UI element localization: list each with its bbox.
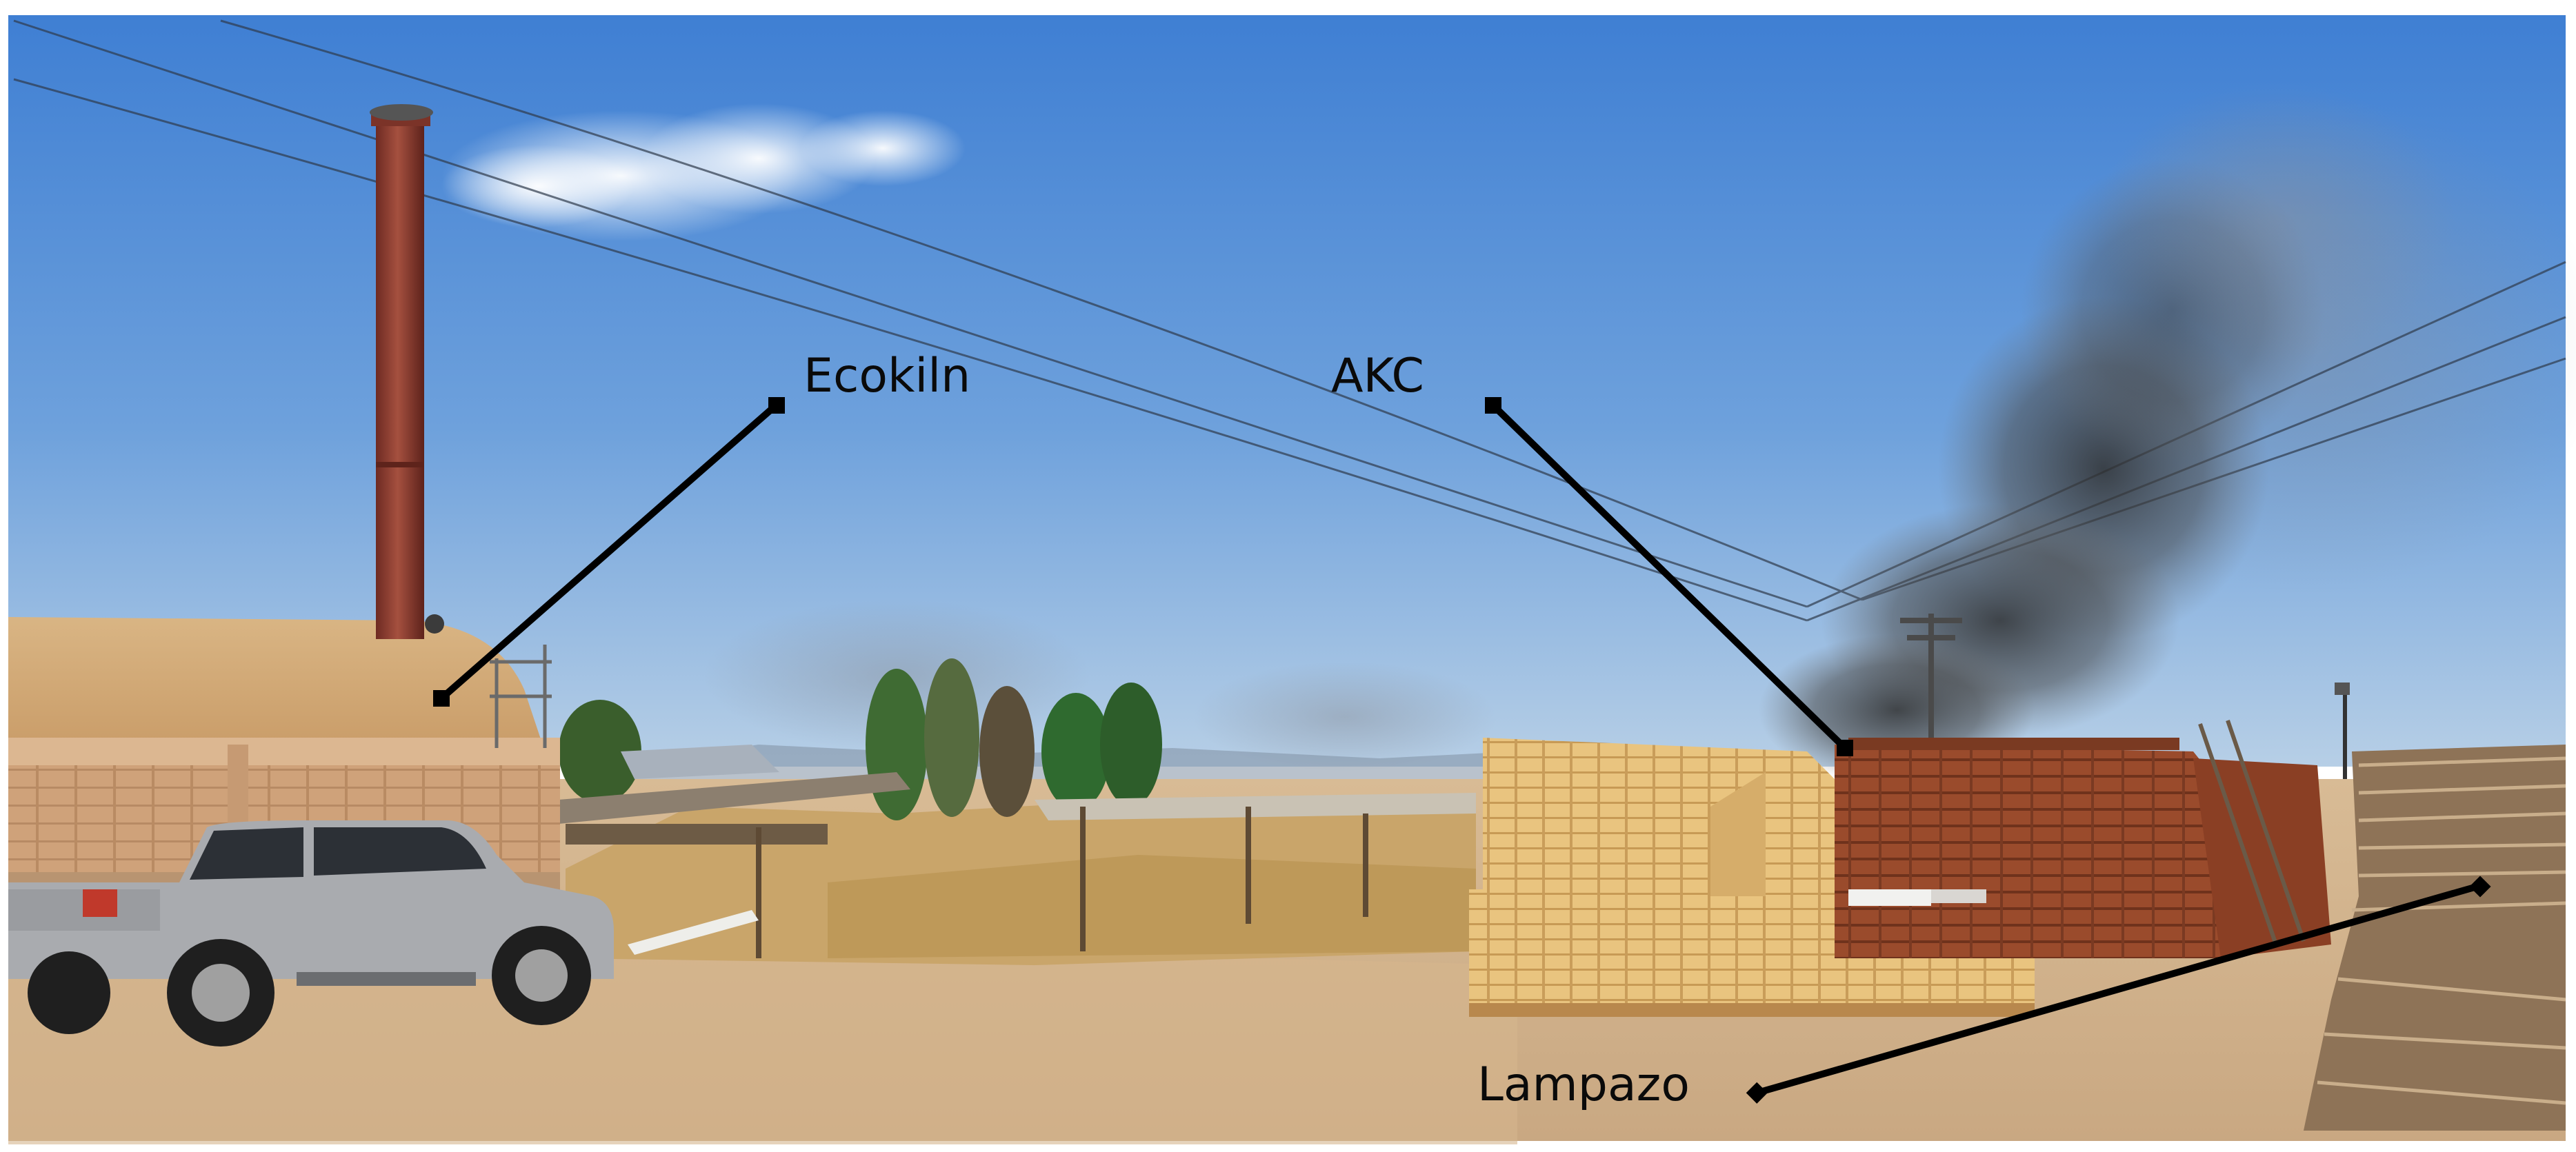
lampazo-leader-line bbox=[1746, 876, 2491, 1104]
akc-leader-line bbox=[1485, 397, 1853, 756]
akc-label: AKC bbox=[1331, 349, 1424, 403]
ecokiln-leader-line bbox=[433, 397, 785, 707]
lampazo-label: Lampazo bbox=[1477, 1058, 1690, 1112]
utility-pole-icon bbox=[1900, 614, 1962, 745]
ecokiln-label: Ecokiln bbox=[803, 349, 971, 403]
truck-icon bbox=[8, 820, 614, 1047]
chimney-icon bbox=[370, 104, 433, 639]
lumber-pile bbox=[2304, 745, 2566, 1131]
smoke-plume-icon bbox=[1759, 83, 2455, 786]
akc-kiln bbox=[1835, 738, 2331, 958]
